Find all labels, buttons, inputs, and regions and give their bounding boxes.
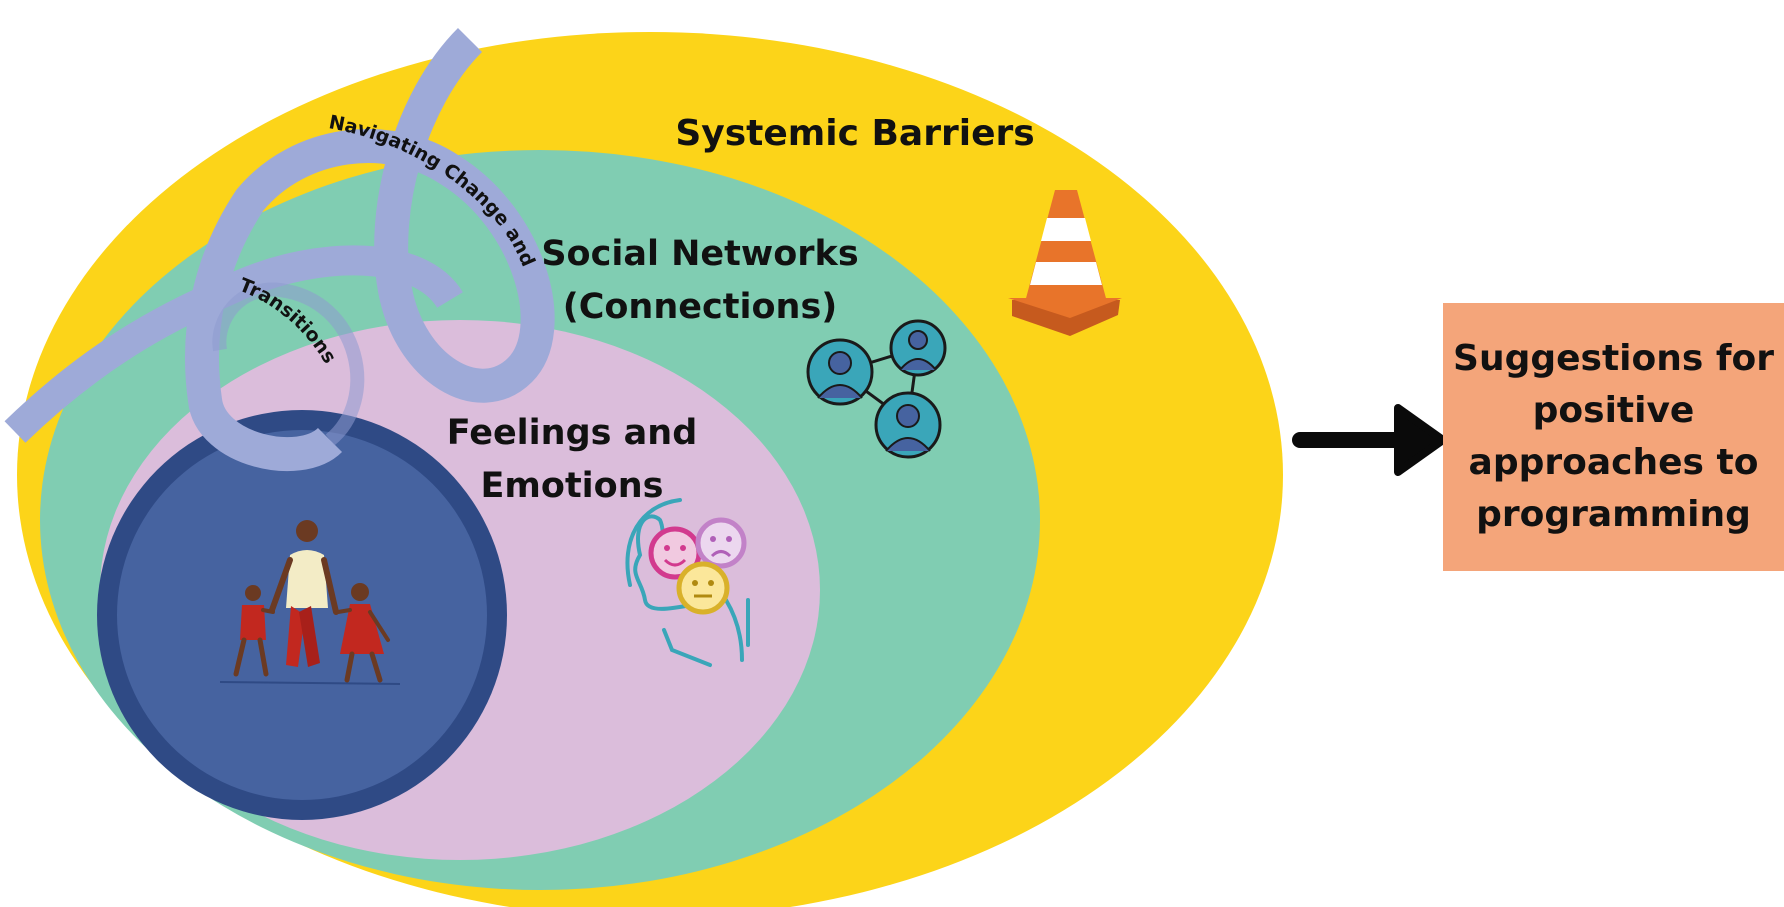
suggestions-box: Suggestions for positive approaches to p… xyxy=(1443,303,1784,571)
social-networks-label: Social Networks xyxy=(541,234,858,274)
family-walking-icon xyxy=(219,520,401,685)
social-networks-sublabel: (Connections) xyxy=(563,287,838,327)
traffic-cone-icon xyxy=(1008,190,1122,336)
feelings-label: Feelings and xyxy=(447,413,698,453)
ribbon-spiral xyxy=(185,27,555,471)
systemic-barriers-label: Systemic Barriers xyxy=(675,113,1034,154)
people-network-icon xyxy=(806,319,947,459)
head-emotions-icon xyxy=(625,498,750,667)
arrow-right-icon xyxy=(1292,404,1447,476)
suggestions-text: Suggestions for positive approaches to p… xyxy=(1453,337,1774,536)
ribbon-inner-loop xyxy=(212,282,365,446)
feelings-sublabel: Emotions xyxy=(481,466,664,506)
